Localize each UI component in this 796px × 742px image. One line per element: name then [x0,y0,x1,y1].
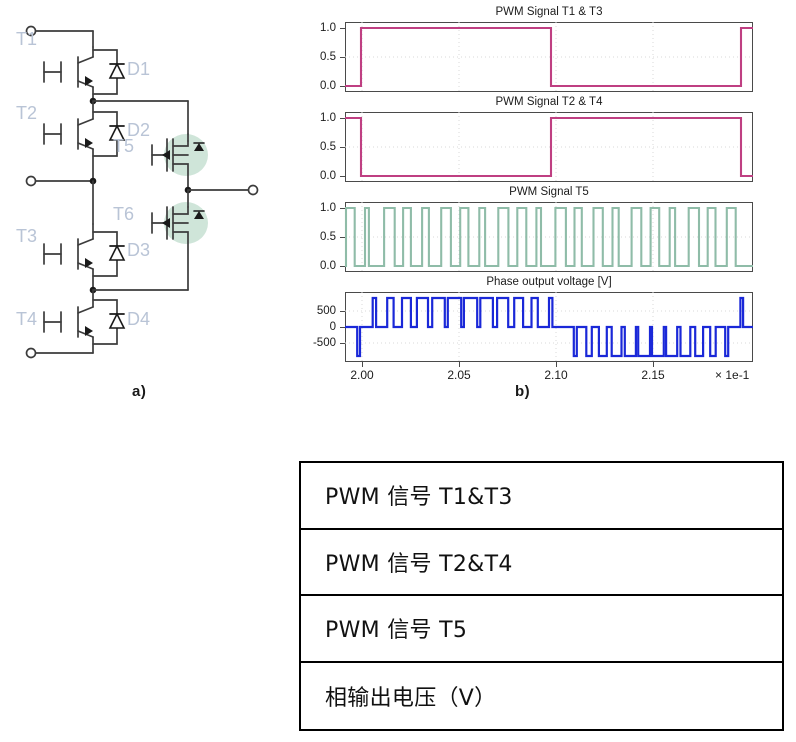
ylabel-0-0: 0.0 [320,170,336,182]
legend-row-phase-voltage: 相输出电压（V） [301,663,782,730]
yaxis-phase-voltage: 500 0 -500 [300,292,345,362]
ylabel-m500: -500 [312,337,336,349]
waveform-t1-t3 [345,22,753,92]
plot-phase-voltage [345,292,753,362]
legend-label-t1-t3: PWM 信号 T1&T3 [325,485,513,511]
yaxis-t2-t4: 1.0 0.5 0.0 [300,112,345,182]
terminal-midpoint [25,175,37,187]
x-axis-multiplier: × 1e-1 [715,368,750,382]
label-t6: T6 [113,204,134,224]
ylabel-0-0: 0.0 [320,260,336,272]
plot-title-t2-t4: PWM Signal T2 & T4 [495,96,603,108]
caption-b: b) [515,383,531,400]
waveform-t5 [344,202,753,272]
plot-t5 [344,202,753,272]
ylabel-1-0: 1.0 [320,202,336,214]
waveform-t2-t4 [345,112,753,182]
caption-a: a) [132,383,147,400]
circuit-schematic: T1 D1 T2 D2 T3 D3 T4 D4 T5 T6 [16,25,259,359]
ylabel-500: 500 [316,305,336,317]
xlabel-200: 2.00 [350,368,374,382]
terminal-phase-output [247,184,259,196]
legend-label-t2-t4: PWM 信号 T2&T4 [325,551,513,577]
plot-title-t5: PWM Signal T5 [509,186,589,198]
terminal-dc-minus [25,347,37,359]
plot-t1-t3 [345,22,753,92]
plot-t2-t4 [345,112,753,182]
label-d4: D4 [127,309,150,329]
legend-row-t5: PWM 信号 T5 [301,596,782,663]
plot-title-t1-t3: PWM Signal T1 & T3 [495,6,603,18]
label-t1: T1 [16,29,37,49]
xaxis-labels: 2.00 2.05 2.10 2.15 [345,362,753,386]
xlabel-210: 2.10 [544,368,568,382]
label-d3: D3 [127,240,150,260]
label-d1: D1 [127,59,150,79]
xlabel-215: 2.15 [641,368,665,382]
label-d2: D2 [127,120,150,140]
ylabel-0-5: 0.5 [320,51,336,63]
plot-title-phase-voltage: Phase output voltage [V] [486,276,612,288]
waveform-phase-voltage [345,292,753,362]
ylabel-0: 0 [329,321,336,333]
ylabel-1-0: 1.0 [320,22,336,34]
legend-row-t2-t4: PWM 信号 T2&T4 [301,530,782,596]
yaxis-t5: 1.0 0.5 0.0 [300,202,345,272]
waveform-plots-panel: PWM Signal T1 & T3 1.0 0.5 0.0 [300,0,796,420]
label-t2: T2 [16,103,37,123]
yaxis-t1-t3: 1.0 0.5 0.0 [300,22,345,92]
legend-label-t5: PWM 信号 T5 [325,618,468,644]
legend-table: PWM 信号 T1&T3 PWM 信号 T2&T4 PWM 信号 T5 相输出电… [299,461,784,731]
label-t4: T4 [16,309,37,329]
ylabel-1-0: 1.0 [320,112,336,124]
label-t3: T3 [16,226,37,246]
ylabel-0-5: 0.5 [320,141,336,153]
xlabel-205: 2.05 [447,368,471,382]
ylabel-0-0: 0.0 [320,80,336,92]
label-t5: T5 [113,136,134,156]
legend-label-phase-voltage: 相输出电压（V） [325,685,497,711]
legend-row-t1-t3: PWM 信号 T1&T3 [301,463,782,530]
circuit-diagram-panel: T1 D1 T2 D2 T3 D3 T4 D4 T5 T6 a) [0,0,300,420]
ylabel-0-5: 0.5 [320,231,336,243]
